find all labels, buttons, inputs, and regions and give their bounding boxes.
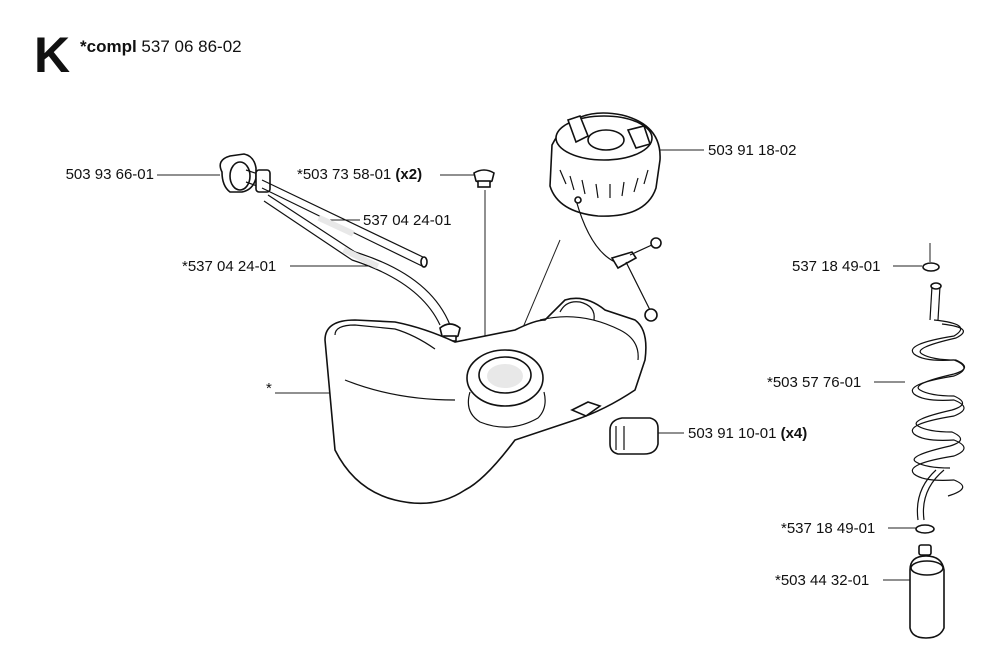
fuel-cap <box>549 112 662 322</box>
label-fuel-hose-1: 537 04 24-01 <box>363 212 452 229</box>
header-prefix: *compl <box>80 37 137 56</box>
label-rubber-mount: 503 91 10-01 (x4) <box>688 426 807 441</box>
fuel-hoses <box>261 179 451 326</box>
label-fuel-pump-bulb: 503 93 66-01 <box>65 166 154 183</box>
assembly-header: *compl 537 06 86-02 <box>80 38 242 55</box>
label-rubber-mount-number: 503 91 10-01 <box>688 425 777 442</box>
o-ring-bottom <box>915 524 935 534</box>
label-o-ring-top: 537 18 49-01 <box>792 258 881 275</box>
label-o-ring-bottom: *537 18 49-01 <box>781 520 876 537</box>
fuel-pump-bulb <box>219 153 271 193</box>
label-rubber-mount-qty: (x4) <box>780 425 808 442</box>
header-part-number: 537 06 86-02 <box>141 37 242 56</box>
label-grommet-qty: (x2) <box>395 166 423 183</box>
label-grommet: *503 73 58-01 (x2) <box>297 167 422 182</box>
label-fuel-cap: 503 91 18-02 <box>708 142 797 159</box>
fuel-filter <box>909 544 945 639</box>
label-grommet-number: *503 73 58-01 <box>297 166 392 183</box>
label-tank: * <box>266 380 272 397</box>
section-letter: K <box>34 27 71 83</box>
rubber-mount <box>609 417 659 455</box>
fuel-tank <box>324 297 647 505</box>
o-ring-top <box>922 262 940 272</box>
grommets <box>439 169 495 342</box>
label-spiral-hose: *503 57 76-01 <box>767 374 862 391</box>
label-fuel-hose-2: *537 04 24-01 <box>182 258 277 275</box>
label-fuel-filter: *503 44 32-01 <box>775 572 870 589</box>
spiral-hose <box>911 282 966 521</box>
